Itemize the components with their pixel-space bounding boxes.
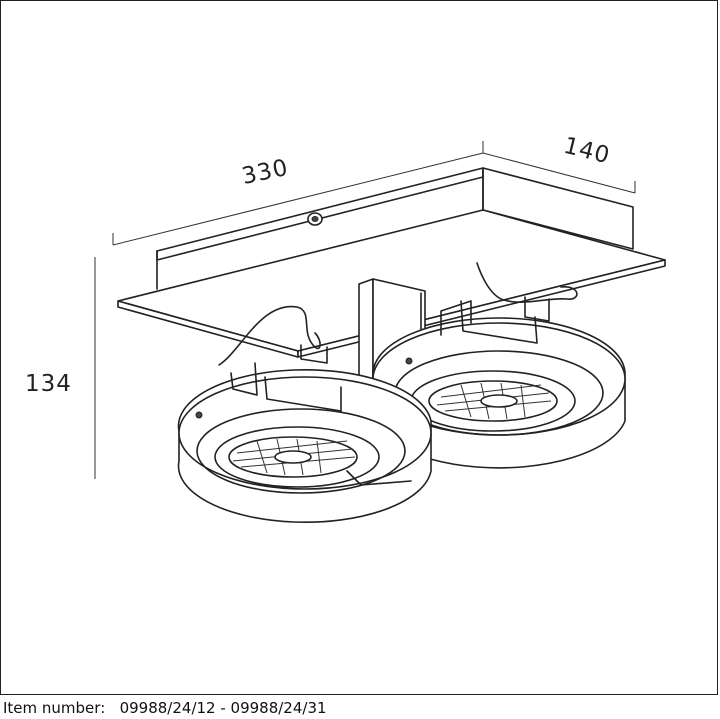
item-number-codes: 09988/24/12 - 09988/24/31 <box>119 699 327 717</box>
left-spotlight <box>177 305 432 524</box>
height-label: 134 <box>25 371 72 397</box>
right-spotlight <box>370 262 626 469</box>
item-number-line: Item number: 09988/24/12 - 09988/24/31 <box>3 699 327 717</box>
item-number-label: Item number: <box>3 699 106 717</box>
depth-dimension-line <box>482 152 636 194</box>
lamp-line-drawing <box>94 141 666 524</box>
mounting-screw <box>307 212 323 226</box>
width-dimension-line <box>112 141 484 246</box>
drawing-frame: 330 140 134 <box>0 0 718 695</box>
